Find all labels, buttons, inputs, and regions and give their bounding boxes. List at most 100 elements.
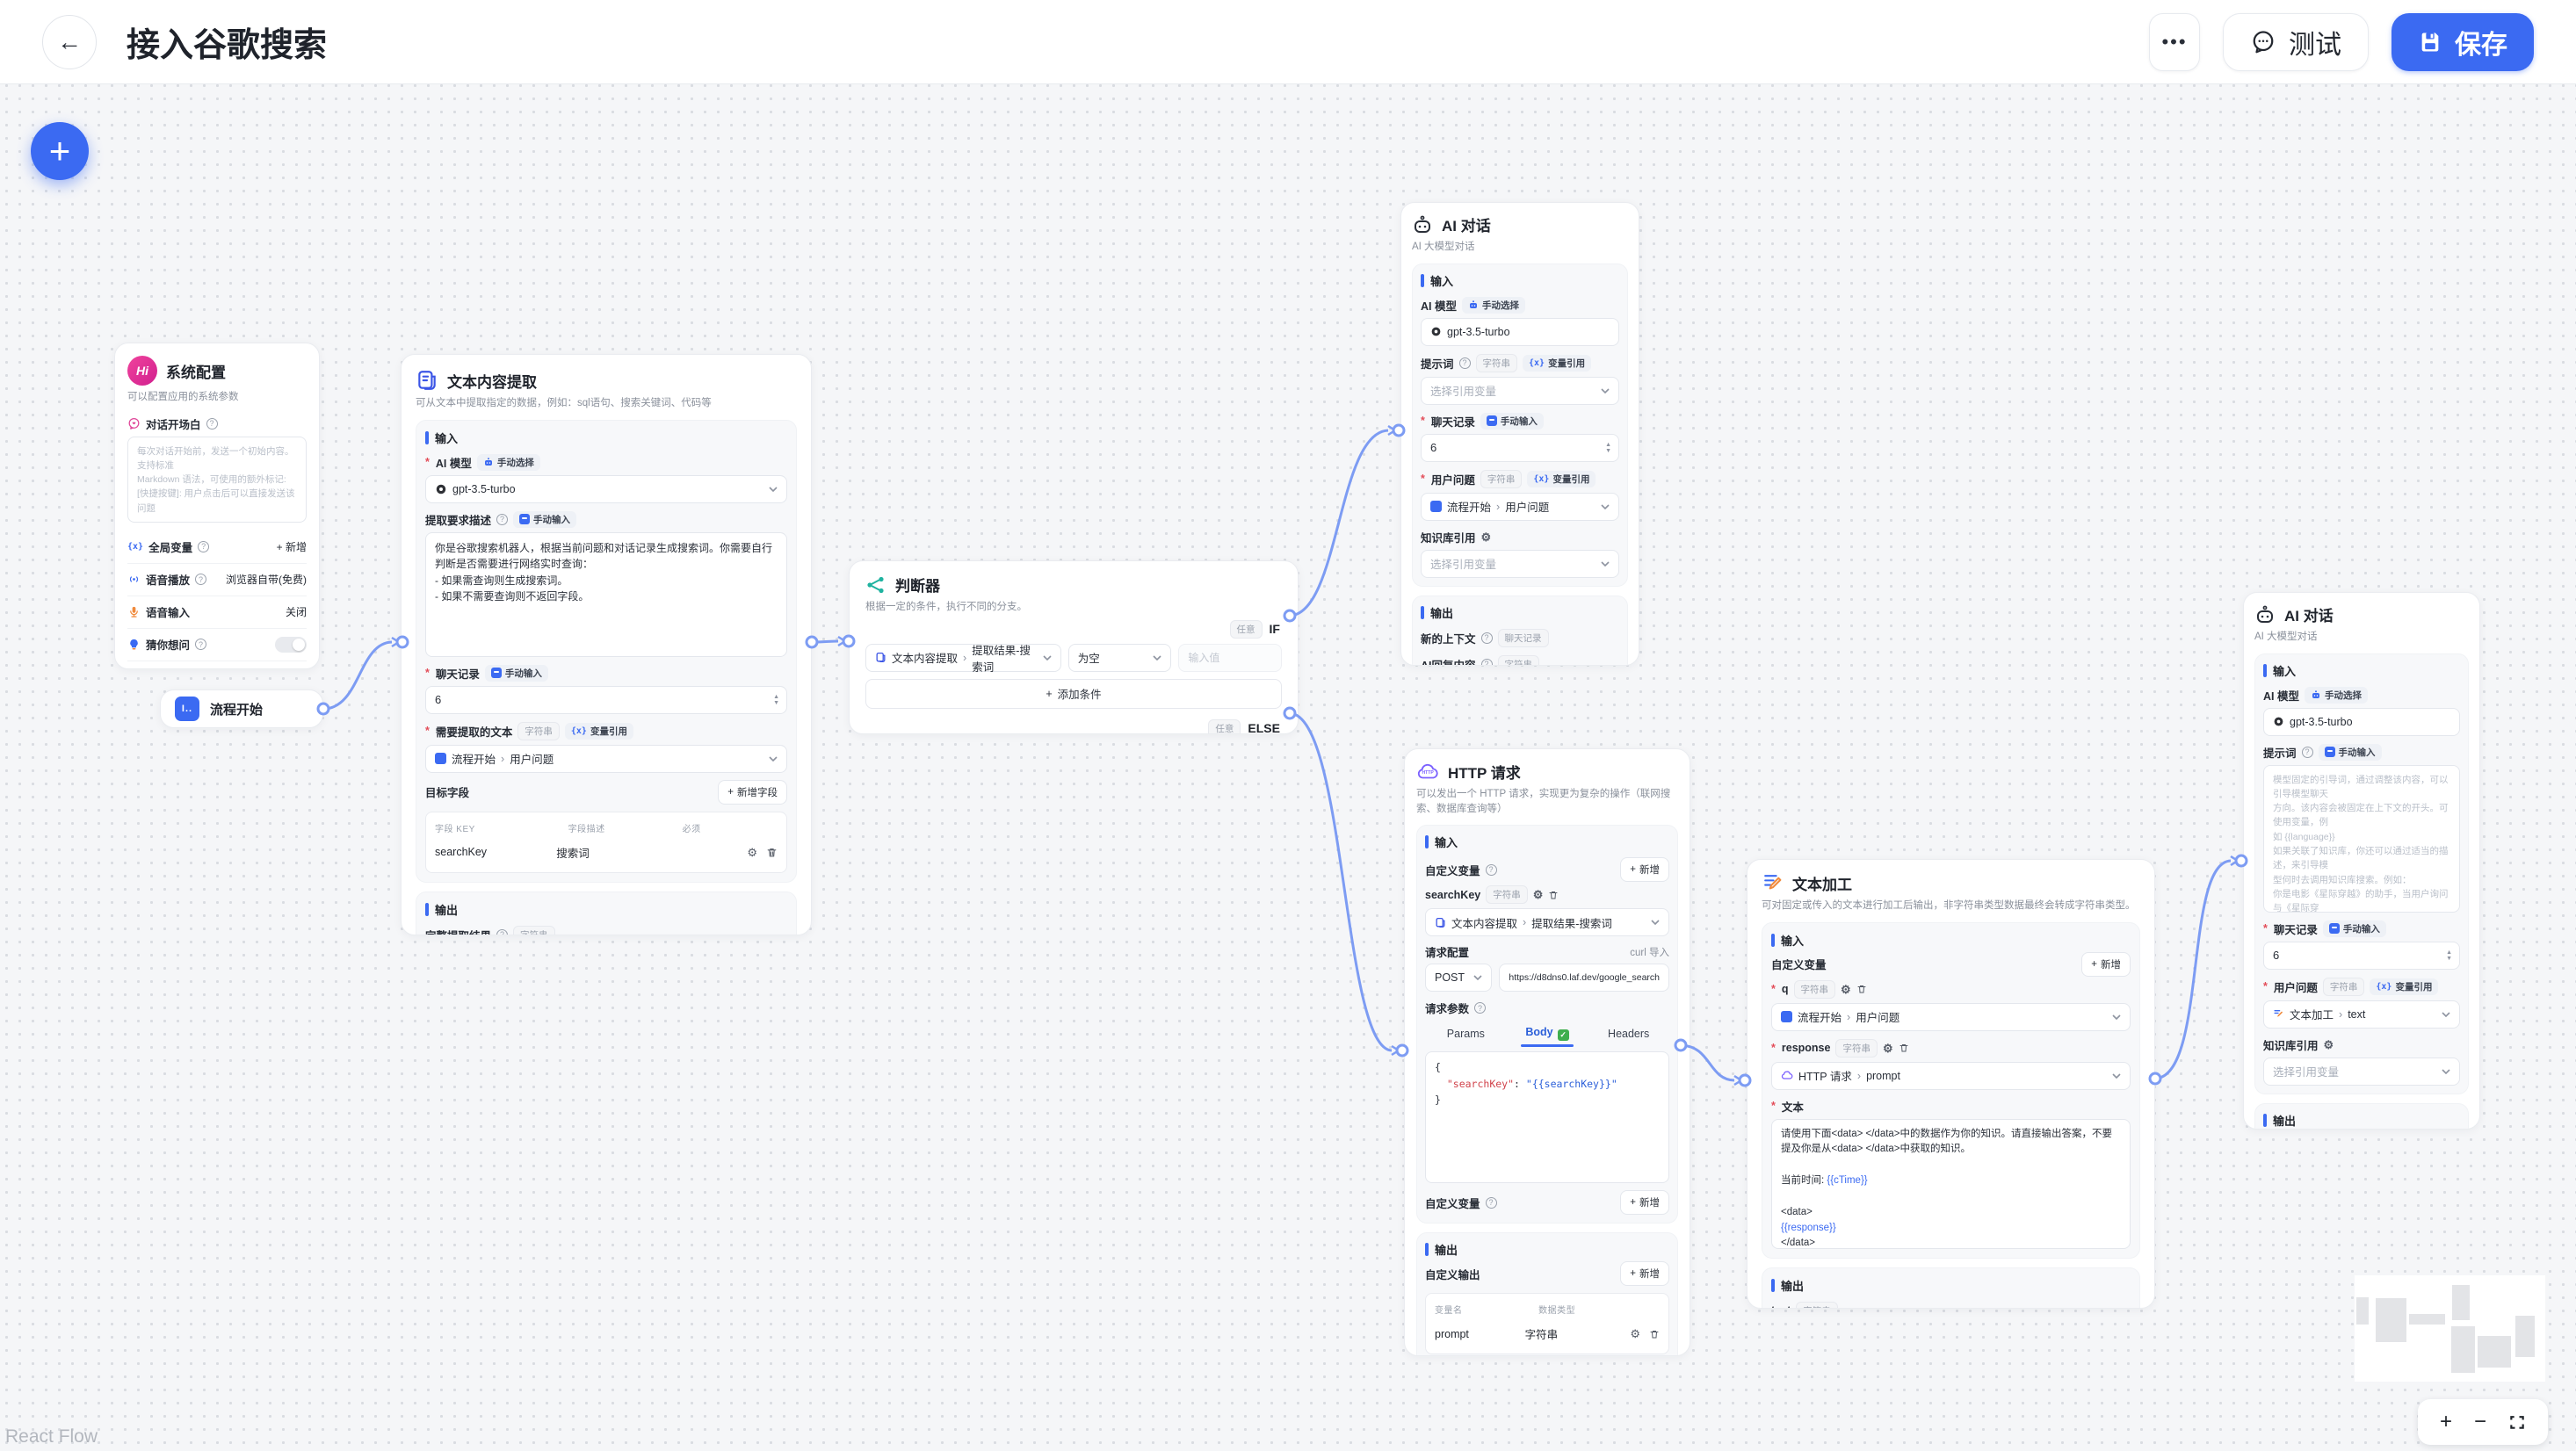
method-select[interactable]: POST xyxy=(1425,964,1493,993)
kb-ref-select[interactable]: 选择引用变量 xyxy=(1421,549,1619,578)
body-code-editor[interactable]: { "searchKey": "{{searchKey}}" } xyxy=(1425,1051,1669,1184)
add-global-var-button[interactable]: + 新增 xyxy=(276,540,307,553)
help-icon[interactable]: ? xyxy=(2301,746,2313,758)
save-button[interactable]: 保存 xyxy=(2391,12,2534,71)
suggest-toggle[interactable] xyxy=(275,636,307,653)
back-button[interactable]: ← xyxy=(42,14,97,69)
node-http-request[interactable]: HTTP HTTP 请求 可以发出一个 HTTP 请求，实现更为复杂的操作（联网… xyxy=(1404,748,1690,1356)
trash-icon[interactable] xyxy=(1649,1329,1660,1339)
add-var-button[interactable]: +新增 xyxy=(1620,1190,1669,1216)
string-badge: 字符串 xyxy=(2322,977,2365,996)
gear-icon[interactable]: ⚙ xyxy=(1841,982,1851,996)
chat-rounds-input[interactable]: 6▲▼ xyxy=(1421,433,1619,462)
condition-variable-select[interactable]: 文本内容提取 › 提取结果-搜索词 xyxy=(865,643,1061,674)
gear-icon[interactable]: ⚙ xyxy=(1630,1327,1640,1341)
more-button[interactable]: ••• xyxy=(2149,12,2200,71)
node-text-extract[interactable]: 文本内容提取 可从文本中提取指定的数据，例如：sql语句、搜索关键词、代码等 输… xyxy=(401,354,812,935)
response-token: {{response}} xyxy=(1781,1222,1836,1233)
help-icon[interactable]: ? xyxy=(1480,632,1493,644)
process-text-editor[interactable]: 请使用下面<data> </data>中的数据作为你的知识。请直接输出答案，不要… xyxy=(1771,1118,2131,1249)
ref-field: 用户问题 xyxy=(1856,1012,1900,1025)
help-icon[interactable]: ? xyxy=(195,639,207,651)
condition-value-input[interactable]: 输入值 xyxy=(1178,643,1282,672)
chat-rounds-input[interactable]: 6▲▼ xyxy=(2263,941,2460,970)
help-icon[interactable]: ? xyxy=(206,417,218,430)
row-global-var[interactable]: {x} 全局变量 ? + 新增 xyxy=(127,531,307,563)
user-question-select[interactable]: 文本加工 › text xyxy=(2263,1000,2460,1029)
row-voice-play[interactable]: 语音播放 ? 浏览器自带(免费) xyxy=(127,562,307,596)
trash-icon[interactable] xyxy=(1856,984,1867,994)
stepper-icons[interactable]: ▲▼ xyxy=(2446,949,2452,962)
save-icon xyxy=(2421,32,2439,51)
tab-headers[interactable]: Headers xyxy=(1608,1027,1650,1040)
q-source-select[interactable]: 流程开始 › 用户问题 xyxy=(1771,1002,2131,1031)
tab-body[interactable]: Body✓ xyxy=(1507,1021,1588,1048)
trash-icon[interactable] xyxy=(1899,1043,1909,1053)
section-input: 输入 xyxy=(2273,664,2297,678)
help-icon[interactable]: ? xyxy=(496,928,509,935)
model-select[interactable]: gpt-3.5-turbo xyxy=(1421,317,1619,346)
stepper-icons[interactable]: ▲▼ xyxy=(1605,441,1611,454)
minimap[interactable] xyxy=(2355,1275,2545,1382)
add-var-button[interactable]: +新增 xyxy=(2081,951,2131,977)
trash-icon[interactable] xyxy=(766,847,778,858)
row-suggest[interactable]: 猜你想问 ? xyxy=(127,627,307,661)
stepper-icons[interactable]: ▲▼ xyxy=(773,693,779,706)
prompt-textarea[interactable]: 模型固定的引导词，通过调整该内容，可以引导模型聊天 方向。该内容会被固定在上下文… xyxy=(2263,764,2460,913)
tab-params[interactable]: Params xyxy=(1446,1027,1485,1040)
test-button-label: 测试 xyxy=(2289,30,2341,60)
help-icon[interactable]: ? xyxy=(195,574,207,586)
node-flow-start[interactable]: I.. 流程开始 xyxy=(160,689,323,728)
minimap-node xyxy=(2356,1297,2369,1325)
gear-icon[interactable]: ⚙ xyxy=(1480,530,1492,544)
zoom-out-button[interactable]: − xyxy=(2473,1410,2486,1433)
opening-textarea[interactable]: 每次对话开始前，发送一个初始内容。支持标准 Markdown 语法，可使用的额外… xyxy=(127,436,307,523)
node-system-config[interactable]: Hi 系统配置 可以配置应用的系统参数 对话开场白 ? 每次对话开始前，发送一个… xyxy=(114,343,320,669)
add-node-button[interactable]: + xyxy=(31,122,89,180)
gear-icon[interactable]: ⚙ xyxy=(747,845,757,859)
condition-operator-select[interactable]: 为空 xyxy=(1067,643,1172,672)
node-ai-chat-top[interactable]: AI 对话 AI 大模型对话 输入 AI 模型 手动选择 gpt-3.5-tur… xyxy=(1400,202,1639,666)
var-source-select[interactable]: 文本内容提取 › 提取结果-搜索词 xyxy=(1425,908,1669,937)
row-schedule[interactable]: 定时执行 ? 未开启 xyxy=(127,660,307,668)
model-select[interactable]: gpt-3.5-turbo xyxy=(2263,707,2460,736)
node-text-process[interactable]: 文本加工 可对固定或传入的文本进行加工后输出，非字符串类型数据最终会转成字符串类… xyxy=(1747,859,2155,1309)
out-var-type: 字符串 xyxy=(1524,1329,1559,1342)
user-question-select[interactable]: 流程开始 › 用户问题 xyxy=(1421,492,1619,521)
help-icon[interactable]: ? xyxy=(1474,1002,1487,1014)
extract-prompt-textarea[interactable]: 你是谷歌搜索机器人，根据当前问题和对话记录生成搜索词。你需要自行判断是否需要进行… xyxy=(425,531,787,657)
help-icon[interactable]: ? xyxy=(1485,1196,1497,1209)
add-var-button[interactable]: +新增 xyxy=(1620,857,1669,883)
kb-ref-select[interactable]: 选择引用变量 xyxy=(2263,1057,2460,1086)
gear-icon[interactable]: ⚙ xyxy=(1532,888,1544,902)
node-ai-chat-right[interactable]: AI 对话 AI 大模型对话 输入 AI 模型 手动选择 gpt-3.5-tur… xyxy=(2243,592,2480,1130)
extract-desc-label: 提取要求描述 xyxy=(425,514,492,527)
add-output-button[interactable]: +新增 xyxy=(1620,1261,1669,1287)
prompt-var-select[interactable]: 选择引用变量 xyxy=(1421,376,1619,405)
text-source-select[interactable]: 流程开始 › 用户问题 xyxy=(425,744,787,773)
help-icon[interactable]: ? xyxy=(1485,863,1497,876)
curl-import-link[interactable]: curl 导入 xyxy=(1630,947,1669,958)
url-input[interactable]: https://d8dns0.laf.dev/google_search xyxy=(1499,964,1669,993)
fit-view-button[interactable] xyxy=(2508,1413,2526,1431)
add-field-button[interactable]: +新增字段 xyxy=(718,779,787,805)
test-button[interactable]: 测试 xyxy=(2223,12,2369,71)
string-badge: 字符串 xyxy=(1480,469,1523,488)
row-voice-input[interactable]: 语音输入 关闭 xyxy=(127,595,307,628)
add-condition-button[interactable]: +添加条件 xyxy=(865,678,1282,709)
gear-icon[interactable]: ⚙ xyxy=(2323,1037,2334,1051)
gear-icon[interactable]: ⚙ xyxy=(1882,1041,1893,1055)
manual-input-badge: 手动输入 xyxy=(1480,412,1544,430)
chat-rounds-input[interactable]: 6▲▼ xyxy=(425,685,787,714)
response-source-select[interactable]: HTTP 请求 › prompt xyxy=(1771,1061,2131,1090)
help-icon[interactable]: ? xyxy=(198,540,210,552)
var-ref-badge: {x}变量引用 xyxy=(564,722,633,740)
help-icon[interactable]: ? xyxy=(1458,357,1471,369)
trash-icon[interactable] xyxy=(1548,890,1559,900)
help-icon[interactable]: ? xyxy=(1480,658,1493,665)
help-icon[interactable]: ? xyxy=(496,513,509,525)
text-process-icon xyxy=(1764,875,1782,890)
model-select[interactable]: gpt-3.5-turbo xyxy=(425,474,787,503)
zoom-in-button[interactable]: + xyxy=(2439,1410,2452,1433)
